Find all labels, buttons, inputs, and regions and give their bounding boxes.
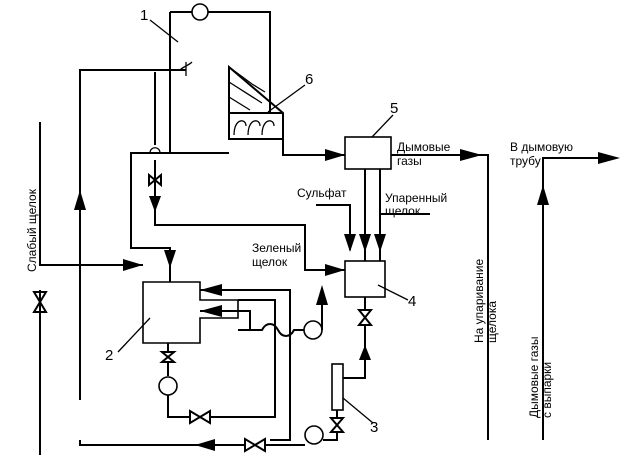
label-evaporated-liquor-2: щелок [385, 204, 421, 218]
arrow-gases-up [537, 185, 549, 205]
label-to-evaporation-1: На упаривание [472, 259, 486, 343]
furnace-1 [169, 3, 283, 154]
furnace-top-drum [191, 3, 209, 21]
arrow-to-tank-2 [164, 250, 176, 268]
callout-6: 6 [305, 71, 313, 88]
label-to-stack-2: трубу [510, 154, 541, 168]
label-green-liquor-2: щелок [252, 255, 288, 269]
label-gases-from-evaporator-1: Дымовые газы [527, 337, 541, 418]
pump-green-liquor [303, 320, 323, 340]
weak-liquor-line [32, 122, 143, 455]
flow-arrows [74, 149, 620, 451]
callout-5: 5 [390, 100, 398, 117]
arrow-weak-liquor [123, 259, 143, 271]
label-flue-gases-2: газы [397, 154, 422, 168]
mixing-tank-4 [316, 169, 430, 379]
valve-pump-3 [328, 417, 346, 433]
label-sulfate: Сульфат [297, 186, 347, 200]
heater-3 [331, 363, 344, 411]
recirculation-loop [158, 299, 276, 425]
valve-recirculation [189, 409, 211, 425]
liquor-feed-top-pipe [79, 61, 193, 400]
bottom-return-line [79, 425, 324, 453]
green-liquor-line [148, 72, 345, 271]
valve-weak-liquor [32, 291, 48, 313]
label-evaporated-liquor-1: Упаренный [385, 191, 447, 205]
callout-1: 1 [140, 7, 148, 24]
flue-gas-path [282, 136, 600, 440]
valve-upper [148, 172, 162, 188]
mixing-tank-4-body [344, 260, 386, 298]
callout-2: 2 [105, 347, 113, 364]
label-weak-liquor: Слабый щелок [25, 188, 39, 272]
economizer-6 [228, 64, 284, 140]
arrow-pump-up [316, 285, 328, 305]
label-to-stack-1: В дымовую [510, 140, 573, 154]
label-flue-gases-1: Дымовые [397, 140, 451, 154]
arrow-sulfate [344, 234, 356, 252]
label-gases-from-evaporator-2: с выпарки [540, 362, 554, 418]
pump-bottom [304, 425, 324, 445]
arrow-down-valve [149, 196, 161, 212]
callout-leaders [117, 19, 409, 424]
arrow-to-stack [598, 152, 620, 164]
arrow-col-1 [359, 234, 371, 252]
arrow-flue-gas [460, 149, 482, 161]
electrostatic-precipitator-5 [344, 136, 392, 170]
arrow-col-2 [374, 234, 386, 252]
valve-bottom [244, 437, 266, 453]
arrow-green-liquor [325, 264, 345, 276]
arrow-bottom-return [195, 439, 215, 451]
pump-3 [323, 363, 346, 441]
pump-tank-2 [158, 376, 178, 396]
valve-tank-4 [356, 309, 374, 326]
valve-tank-2 [159, 351, 177, 363]
arrow-into-tank-2-lower [200, 305, 222, 317]
label-to-evaporation-2: щелока [485, 301, 499, 343]
callout-3: 3 [370, 419, 378, 436]
arrow-up-left [74, 190, 86, 210]
arrow-to-5 [325, 149, 345, 161]
callout-4: 4 [408, 293, 416, 310]
arrow-into-tank-2-upper [200, 284, 222, 296]
arrow-up-tank-4 [359, 345, 371, 360]
label-green-liquor-1: Зеленый [252, 241, 301, 255]
